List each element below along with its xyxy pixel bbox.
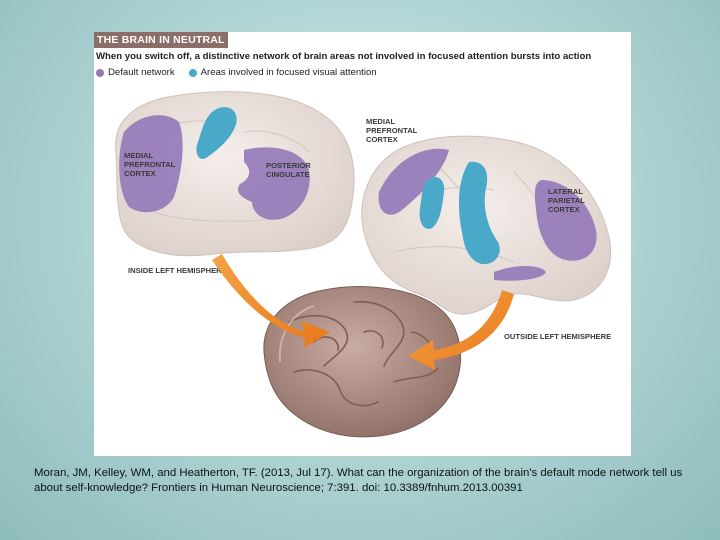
brain-illustration: MEDIAL PREFRONTAL CORTEX POSTERIOR CINGU…	[115, 91, 611, 438]
real-brain	[263, 286, 462, 438]
lateral-parietal-label: LATERAL PARIETAL CORTEX	[548, 187, 587, 214]
arrows	[212, 254, 514, 370]
outside-left-hemisphere-label: OUTSIDE LEFT HEMISPHERE	[504, 332, 611, 341]
lateral-prefrontal-region	[378, 148, 449, 215]
legend-label: Default network	[108, 67, 175, 78]
citation-text: Moran, JM, Kelley, WM, and Heatherton, T…	[34, 467, 683, 494]
temporal-region	[494, 266, 546, 281]
medial-brain-view: MEDIAL PREFRONTAL CORTEX POSTERIOR CINGU…	[115, 91, 355, 275]
legend-label: Areas involved in focused visual attenti…	[200, 67, 377, 78]
medial-prefrontal-region	[119, 115, 183, 213]
visual-attention-swatch	[188, 68, 197, 77]
legend-item-default-network: Default network	[96, 67, 175, 78]
legend-item-visual-attention: Areas involved in focused visual attenti…	[188, 67, 377, 78]
default-network-swatch	[96, 68, 104, 77]
legend: Default network Areas involved in focuse…	[96, 67, 391, 78]
arrow-from-medial	[212, 254, 330, 348]
figure-banner: THE BRAIN IN NEUTRAL	[94, 32, 228, 48]
inside-left-hemisphere-label: INSIDE LEFT HEMISPHERE	[128, 266, 227, 275]
medial-prefrontal-label-left: MEDIAL PREFRONTAL CORTEX	[124, 151, 177, 178]
figure-subtitle: When you switch off, a distinctive netwo…	[96, 51, 592, 62]
lateral-parietal-region	[534, 180, 597, 261]
medial-attention-region	[196, 107, 237, 159]
lateral-attention-region-2	[458, 161, 500, 265]
real-brain-shape	[263, 286, 462, 438]
brain-figure: THE BRAIN IN NEUTRAL When you switch off…	[94, 32, 631, 456]
posterior-cingulate-region	[237, 147, 310, 220]
posterior-cingulate-label: POSTERIOR CINGULATE	[266, 161, 313, 179]
lateral-brain-view: MEDIAL PREFRONTAL CORTEX LATERAL PARIETA…	[361, 117, 611, 341]
lateral-attention-region-1	[419, 177, 445, 229]
arrow-from-lateral	[408, 290, 514, 370]
medial-prefrontal-label-right: MEDIAL PREFRONTAL CORTEX	[366, 117, 419, 144]
